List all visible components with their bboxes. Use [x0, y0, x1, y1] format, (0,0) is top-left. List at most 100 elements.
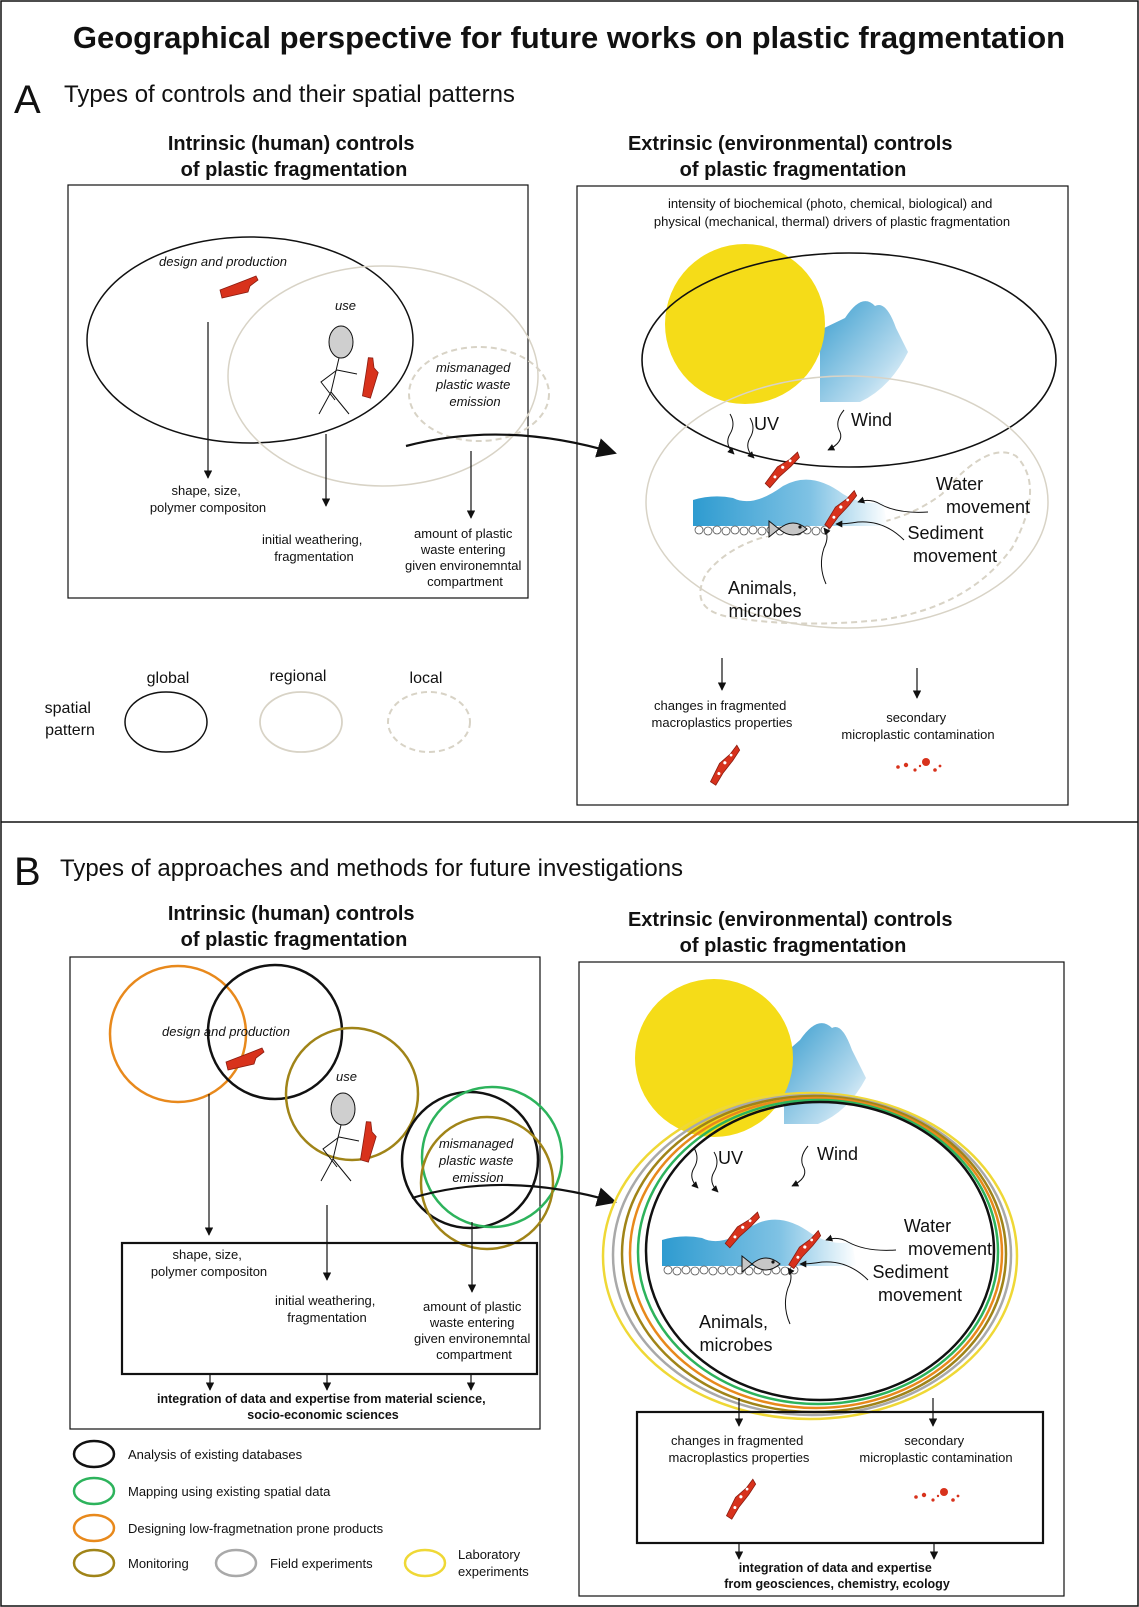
- integration-right-label: integration of data and expertise from g…: [724, 1561, 950, 1591]
- water-arrow: [857, 496, 929, 513]
- methods-legend: Analysis of existing databases Mapping u…: [72, 1439, 529, 1579]
- secondary-line: microplastic contamination: [841, 727, 994, 742]
- mapping-circle: [420, 1085, 564, 1229]
- heading-line: of plastic fragmentation: [680, 935, 907, 957]
- secondary-label: secondary microplastic contamination: [841, 710, 994, 742]
- sun-icon: [635, 979, 793, 1137]
- amount-line: compartment: [436, 1347, 512, 1362]
- monitoring-circle: [419, 1115, 555, 1251]
- plastic-fragment-icon: [709, 740, 742, 790]
- mismanaged-line: mismanaged: [436, 360, 511, 375]
- legend-local-swatch: [387, 691, 471, 753]
- changes-line: macroplastics properties: [652, 715, 793, 730]
- legend-designing-label: Designing low-fragmetnation prone produc…: [128, 1521, 384, 1536]
- legend-designing-swatch: [72, 1513, 116, 1543]
- legend-mapping-label: Mapping using existing spatial data: [128, 1484, 331, 1499]
- water-movement-label: Water movement: [904, 1216, 992, 1259]
- panel-a-extrinsic-heading: Extrinsic (environmental) controls of pl…: [628, 133, 958, 181]
- legend-global-label: global: [147, 670, 190, 687]
- secondary-line: secondary: [886, 710, 946, 725]
- mountain-shape: [784, 1023, 866, 1124]
- amount-line: waste entering: [429, 1315, 515, 1330]
- legend-monitoring-label: Monitoring: [128, 1556, 189, 1571]
- microplastic-icon: [914, 1488, 960, 1502]
- mismanaged-label: mismanaged plastic waste emission: [438, 1136, 517, 1185]
- weathering-label: initial weathering, fragmentation: [262, 532, 366, 564]
- plastic-fragment-icon: [725, 1474, 758, 1524]
- local-ellipse: [408, 346, 550, 442]
- legend-spatial-line: spatial: [45, 700, 91, 717]
- shape-line: polymer compositon: [151, 1264, 267, 1279]
- global-ellipse: [86, 236, 414, 444]
- animals-arrow: [820, 527, 831, 585]
- person-icon: [318, 325, 358, 415]
- connector-arrow: [411, 1183, 617, 1207]
- uv-arrow: [711, 1151, 719, 1193]
- plastic-bottle-icon: [349, 355, 389, 401]
- heading-line: Intrinsic (human) controls: [168, 133, 415, 155]
- legend-global-swatch: [124, 691, 208, 753]
- amount-line: compartment: [427, 574, 503, 589]
- regional-ellipse: [645, 375, 1049, 629]
- legend-laboratory-label: Laboratory experiments: [458, 1547, 529, 1579]
- intrinsic-box: [67, 184, 529, 599]
- legend-field-swatch: [214, 1548, 258, 1578]
- analysis-ellipse: [644, 1100, 996, 1402]
- shape-label: shape, size, polymer compositon: [150, 483, 266, 515]
- extrinsic-box: [576, 185, 1069, 806]
- monitoring-circle: [284, 1026, 420, 1162]
- wind-arrow: [791, 1145, 809, 1187]
- inner-results-box: [635, 1410, 1045, 1545]
- panel-b: B Types of approaches and methods for fu…: [14, 850, 1065, 1597]
- panel-a-subtitle: Types of controls and their spatial patt…: [64, 81, 515, 108]
- legend-monitoring-swatch: [72, 1548, 116, 1578]
- uv-label: UV: [718, 1148, 743, 1168]
- intrinsic-box: [69, 956, 541, 1430]
- uv-arrow: [727, 413, 735, 455]
- laboratory-ellipse: [601, 1091, 1019, 1421]
- sediment-movement-line: Sediment: [907, 523, 983, 543]
- weathering-line: fragmentation: [287, 1310, 367, 1325]
- water-movement-label: Water movement: [936, 474, 1030, 517]
- global-ellipse: [641, 252, 1057, 468]
- changes-label: changes in fragmented macroplastics prop…: [652, 698, 793, 730]
- changes-line: changes in fragmented: [654, 698, 786, 713]
- shape-line: shape, size,: [173, 1247, 242, 1262]
- sediment-movement-label: Sediment movement: [907, 523, 997, 566]
- wind-label: Wind: [817, 1144, 858, 1164]
- plastic-bottle-icon: [347, 1119, 387, 1165]
- person-icon: [320, 1092, 360, 1182]
- intensity-line: physical (mechanical, thermal) drivers o…: [654, 214, 1010, 229]
- legend-regional-swatch: [259, 691, 343, 753]
- wind-label: Wind: [851, 410, 892, 430]
- amount-line: amount of plastic: [414, 526, 513, 541]
- mismanaged-label: mismanaged plastic waste emission: [435, 360, 514, 409]
- legend-spatial-label: spatial pattern: [45, 700, 96, 739]
- panel-b-letter: B: [14, 850, 41, 894]
- mismanaged-line: mismanaged: [439, 1136, 514, 1151]
- legend-mapping-swatch: [72, 1476, 116, 1506]
- heading-line: of plastic fragmentation: [680, 159, 907, 181]
- integration-line: from geosciences, chemistry, ecology: [724, 1577, 950, 1591]
- water-movement-line: Water: [936, 474, 983, 494]
- design-label: design and production: [162, 1024, 290, 1039]
- shape-line: polymer compositon: [150, 500, 266, 515]
- legend-analysis-swatch: [72, 1439, 116, 1469]
- heading-line: of plastic fragmentation: [181, 929, 408, 951]
- use-label: use: [335, 298, 356, 313]
- integration-line: integration of data and expertise: [739, 1561, 932, 1575]
- panel-a-letter: A: [14, 78, 41, 122]
- weathering-line: initial weathering,: [275, 1293, 375, 1308]
- mismanaged-line: plastic waste: [435, 377, 510, 392]
- animals-label: Animals, microbes: [728, 578, 802, 621]
- sediment-movement-label: Sediment movement: [872, 1262, 962, 1305]
- mismanaged-line: emission: [449, 394, 500, 409]
- amount-line: amount of plastic: [423, 1299, 522, 1314]
- water-movement-line: movement: [946, 497, 1030, 517]
- legend-field-label: Field experiments: [270, 1556, 373, 1571]
- animals-line: Animals,: [699, 1312, 768, 1332]
- use-label: use: [336, 1069, 357, 1084]
